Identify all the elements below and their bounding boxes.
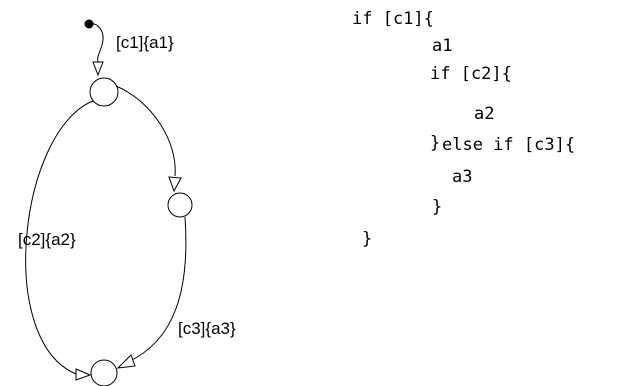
code-line-a3: a3 <box>452 167 473 187</box>
code-line-else-if-c3: else if [c3]{ <box>442 135 576 155</box>
code-line-a2: a2 <box>474 104 495 124</box>
code-line-close-brace-if-c2: } <box>430 133 441 153</box>
right-transition-label: [c3]{a3} <box>178 319 236 338</box>
right-lower-transition-arrow <box>127 216 187 363</box>
code-line-a1: a1 <box>432 36 453 56</box>
left-transition-arrowhead <box>75 368 92 381</box>
code-line-close-brace-outer: } <box>362 229 373 249</box>
right-upper-transition-arrowhead <box>168 176 182 193</box>
default-transition-arrow <box>88 23 104 63</box>
default-transition-label: [c1]{a1} <box>116 33 174 52</box>
right-upper-transition-arrow <box>115 85 176 177</box>
junction-top <box>89 77 119 107</box>
code-line-if-c1: if [c1]{ <box>352 9 434 29</box>
junction-bottom <box>90 359 118 386</box>
left-transition-arrow <box>25 100 94 375</box>
code-line-if-c2: if [c2]{ <box>430 64 512 84</box>
code-line-close-brace-inner: } <box>432 197 443 217</box>
junction-middle <box>167 192 193 218</box>
left-transition-label: [c2]{a2} <box>18 230 76 249</box>
right-lower-transition-arrowhead <box>116 354 136 369</box>
default-transition-arrowhead <box>92 61 104 77</box>
